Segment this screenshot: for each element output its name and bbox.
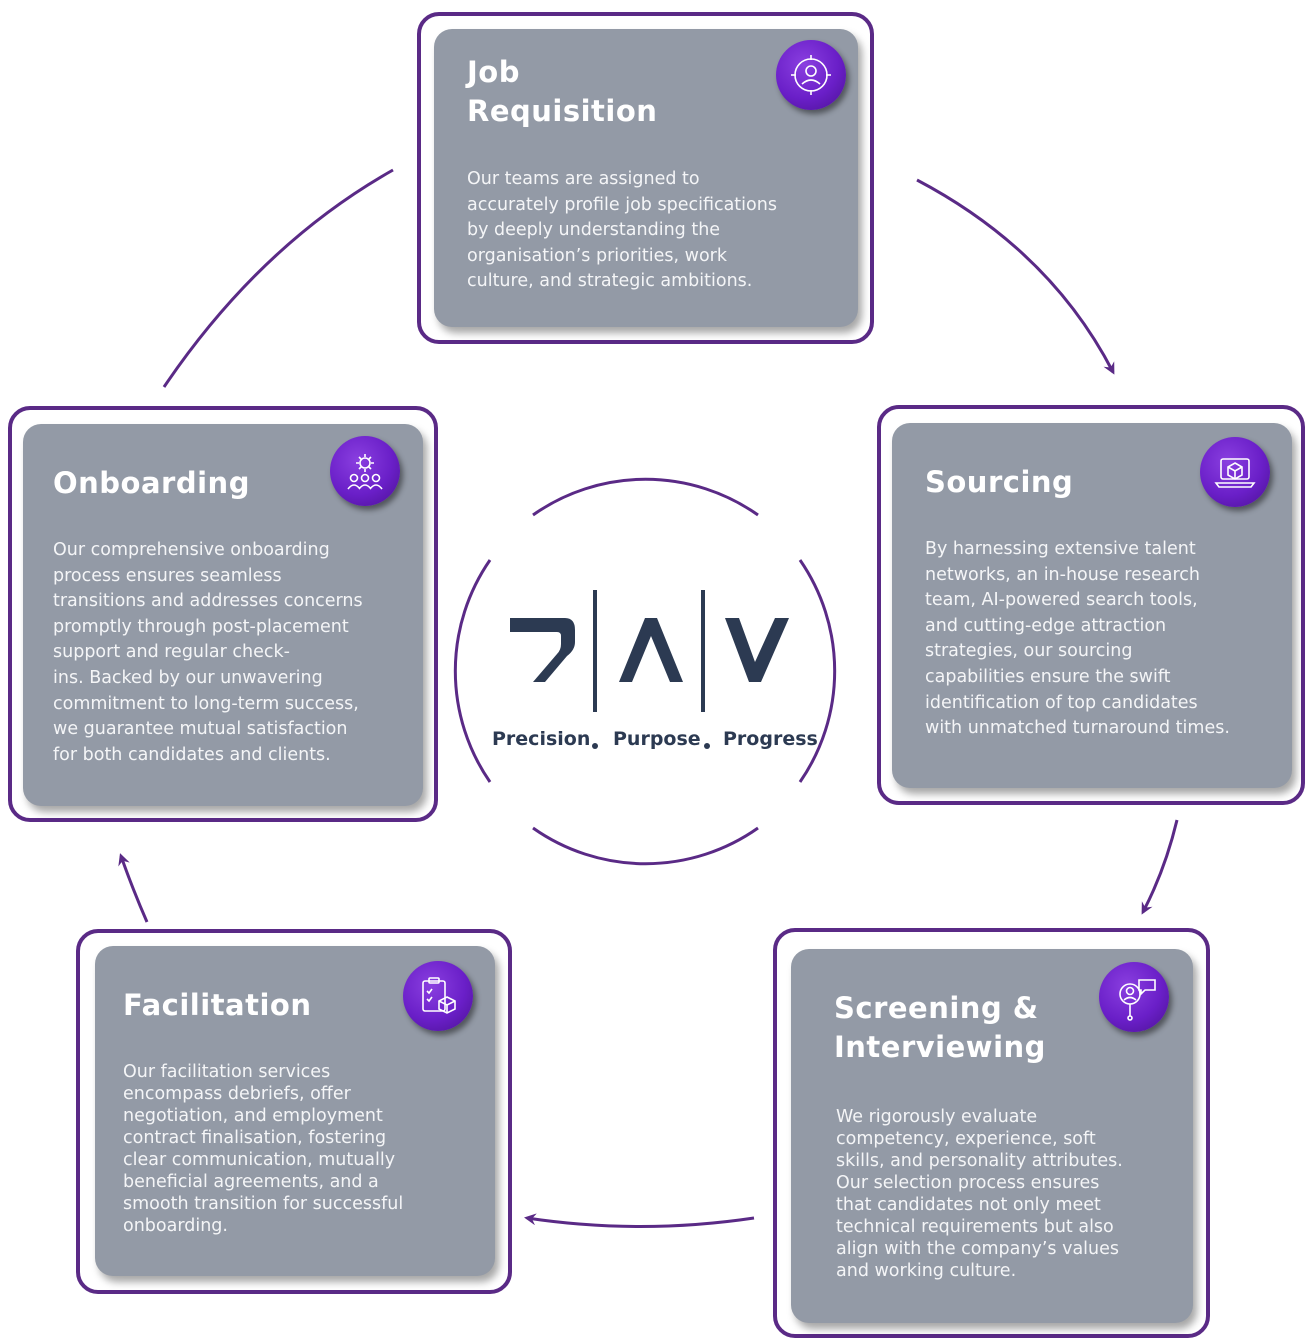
person-magnifier-chat-icon xyxy=(1099,962,1169,1032)
screening-title-line1: Screening & xyxy=(834,991,1039,1025)
arrow-sourcing-to-screening xyxy=(1141,819,1179,915)
tagline-purpose: Purpose xyxy=(613,728,701,750)
screening-title-line2: Interviewing xyxy=(834,1030,1046,1064)
facilitation-title: Facilitation xyxy=(123,988,312,1022)
facilitation-line: encompass debriefs, offer xyxy=(123,1084,351,1104)
sourcing-title: Sourcing xyxy=(925,465,1074,499)
card-facilitation: Facilitation Our facilitation services e… xyxy=(95,946,495,1276)
card-onboarding: Onboarding Our comprehensive onboarding … xyxy=(23,424,423,806)
sourcing-line: team, AI-powered search tools, xyxy=(925,590,1198,611)
job-requisition-line: Our teams are assigned to xyxy=(467,169,700,189)
onboarding-line: process ensures seamless xyxy=(53,565,282,586)
arrow-facilitation-to-onboarding xyxy=(118,853,149,923)
card-screening: Screening & Interviewing We rigorously e… xyxy=(791,949,1193,1323)
screening-line: Our selection process ensures xyxy=(836,1173,1100,1193)
screening-line: that candidates not only meet xyxy=(836,1195,1101,1215)
onboarding-line: support and regular check- xyxy=(53,642,290,663)
facilitation-line: negotiation, and employment xyxy=(123,1106,383,1126)
facilitation-line: onboarding. xyxy=(123,1216,228,1236)
facilitation-line: beneficial agreements, and a xyxy=(123,1172,379,1192)
onboarding-line: we guarantee mutual satisfaction xyxy=(53,719,348,740)
sourcing-line: with unmatched turnaround times. xyxy=(925,718,1230,739)
screening-line: align with the company’s values xyxy=(836,1239,1119,1259)
sourcing-line: strategies, our sourcing xyxy=(925,641,1133,662)
screening-description: We rigorously evaluate competency, exper… xyxy=(836,1106,1181,1282)
card-sourcing: Sourcing By harnessing extensive talent … xyxy=(892,423,1292,788)
facilitation-line: contract finalisation, fostering xyxy=(123,1128,387,1148)
clipboard-box-icon xyxy=(403,961,473,1031)
screening-line: We rigorously evaluate xyxy=(836,1107,1038,1127)
onboarding-line: for both candidates and clients. xyxy=(53,744,331,765)
tagline-precision: Precision xyxy=(492,728,591,750)
job-requisition-title-line1: Job xyxy=(467,55,520,89)
job-requisition-line: culture, and strategic ambitions. xyxy=(467,271,753,292)
onboarding-line: transitions and addresses concerns xyxy=(53,591,363,612)
gear-team-icon xyxy=(330,436,400,506)
sourcing-line: capabilities ensure the swift xyxy=(925,666,1171,687)
screening-line: and working culture. xyxy=(836,1261,1017,1281)
screening-line: skills, and personality attributes. xyxy=(836,1151,1123,1171)
onboarding-description: Our comprehensive onboarding process ens… xyxy=(53,538,418,768)
card-job-requisition: Job Requisition Our teams are assigned t… xyxy=(434,29,858,327)
arrow-screening-to-facilitation xyxy=(524,1213,755,1228)
onboarding-line: Our comprehensive onboarding xyxy=(53,540,330,560)
laptop-cube-icon xyxy=(1200,437,1270,507)
arrow-job-to-sourcing xyxy=(916,178,1115,375)
sourcing-description: By harnessing extensive talent networks,… xyxy=(925,537,1285,742)
tagline-progress: Progress xyxy=(723,728,818,750)
center-ring xyxy=(453,477,837,866)
dav-logo xyxy=(510,590,789,712)
onboarding-line: ins. Backed by our unwavering xyxy=(53,667,323,688)
facilitation-line: Our facilitation services xyxy=(123,1062,331,1082)
sourcing-line: networks, an in-house research xyxy=(925,564,1201,585)
onboarding-line: promptly through post-placement xyxy=(53,616,349,637)
facilitation-line: smooth transition for successful xyxy=(123,1194,404,1214)
facilitation-line: clear communication, mutually xyxy=(123,1150,396,1170)
target-person-icon xyxy=(776,40,846,110)
job-requisition-line: by deeply understanding the xyxy=(467,220,721,241)
sourcing-line: By harnessing extensive talent xyxy=(925,539,1196,559)
job-requisition-description: Our teams are assigned to accurately pro… xyxy=(467,167,837,295)
onboarding-title: Onboarding xyxy=(53,466,250,500)
tagline-dot-1 xyxy=(592,743,598,749)
facilitation-description: Our facilitation services encompass debr… xyxy=(123,1061,483,1237)
screening-line: technical requirements but also xyxy=(836,1217,1114,1237)
tagline-dot-2 xyxy=(704,743,710,749)
job-requisition-title-line2: Requisition xyxy=(467,94,658,128)
screening-title: Screening & Interviewing xyxy=(834,989,1046,1067)
sourcing-line: and cutting-edge attraction xyxy=(925,615,1167,636)
screening-line: competency, experience, soft xyxy=(836,1129,1096,1149)
job-requisition-line: accurately profile job specifications xyxy=(467,194,777,215)
onboarding-line: commitment to long-term success, xyxy=(53,693,359,714)
job-requisition-title: Job Requisition xyxy=(467,53,657,131)
sourcing-line: identification of top candidates xyxy=(925,692,1198,713)
arrow-onboarding-to-job xyxy=(162,168,394,388)
job-requisition-line: organisation’s priorities, work xyxy=(467,245,727,266)
